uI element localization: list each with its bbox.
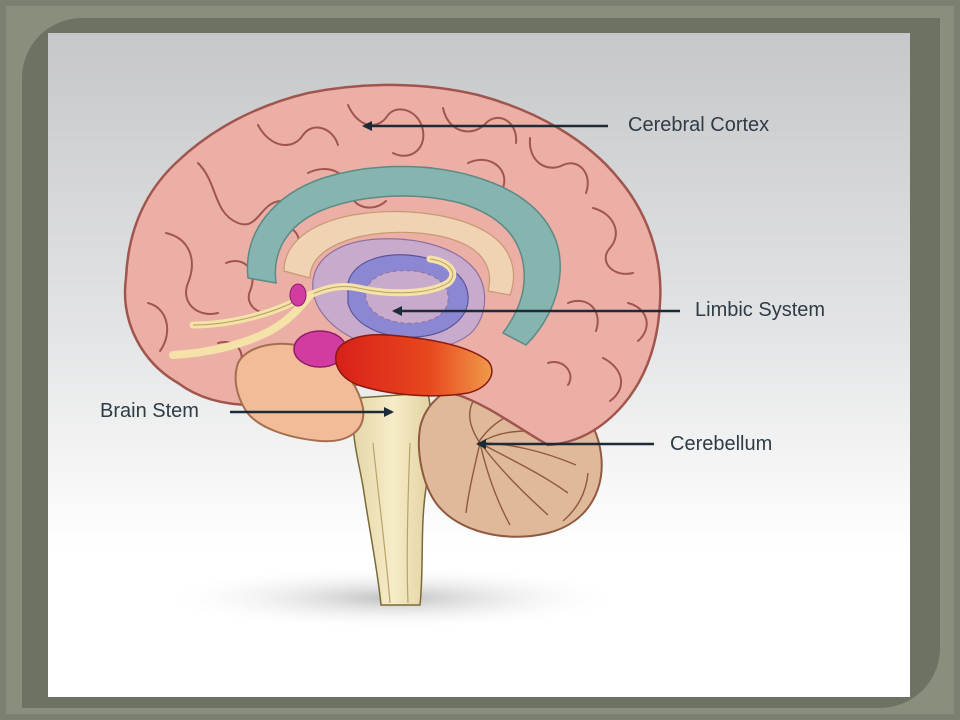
small-nucleus [289, 283, 307, 307]
olfactory-tract [169, 291, 314, 359]
basal-ganglia [335, 333, 493, 397]
corpus-callosum [283, 211, 515, 296]
brain-diagram [123, 83, 680, 630]
label-limbic-system: Limbic System [695, 299, 826, 321]
brain-stem-line [372, 442, 391, 604]
diagram-panel: Cerebral Cortex Limbic System Brain Stem… [48, 33, 910, 697]
cingulate-gyrus [246, 165, 561, 346]
label-cerebral-cortex: Cerebral Cortex [628, 114, 770, 136]
fornix-outline [192, 258, 454, 326]
label-brain-stem: Brain Stem [100, 400, 199, 422]
label-cerebellum: Cerebellum [670, 433, 773, 455]
brain-stem-line [406, 442, 411, 604]
